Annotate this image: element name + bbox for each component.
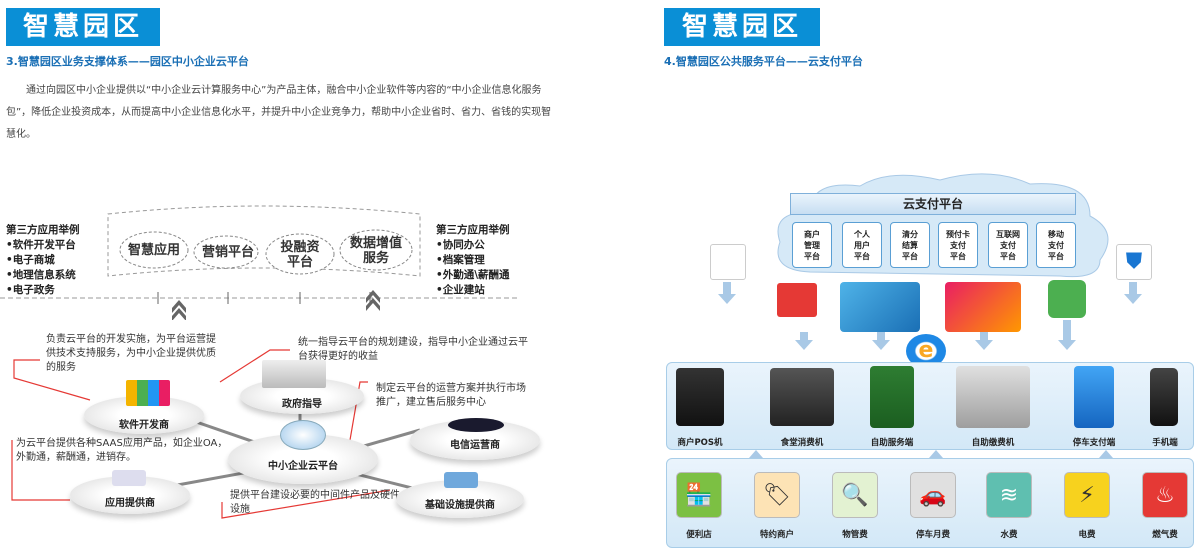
developer-chart-icon — [126, 380, 170, 406]
cloud-item-data-value: 数据增值 服务 — [349, 236, 402, 266]
pay-platform-mobile: 移动 支付 平台 — [1036, 222, 1076, 268]
arrow-up-icon — [929, 450, 943, 458]
arrow-down-icon — [1063, 320, 1071, 342]
pay-platform-merchant: 商户 管理 平台 — [792, 222, 832, 268]
arrow-down-icon — [718, 294, 736, 304]
arrow-down-icon — [800, 332, 808, 342]
convenience-store-icon: 🏪 — [676, 472, 722, 518]
right-third-party-list: 第三方应用举例 •协同办公 •档案管理 •外勤通\薪酬通 •企业建站 — [436, 223, 510, 298]
left-third-party-list: 第三方应用举例 •软件开发平台 •电子商城 •地理信息系统 •电子政务 — [6, 223, 80, 298]
merchant-icon: 🏷 — [754, 472, 800, 518]
arrow-down-icon — [795, 340, 813, 350]
canteen-machine-icon — [770, 368, 834, 426]
government-building-icon — [262, 360, 326, 388]
desc-infrastructure: 提供平台建设必要的中间件产品及硬件设施 — [230, 490, 400, 515]
parking-fee-icon: 🚗 — [910, 472, 956, 518]
app-provider-icon — [112, 470, 146, 486]
service-label: 电费 — [1078, 530, 1096, 540]
pay-platform-personal: 个人 用户 平台 — [842, 222, 882, 268]
arrow-down-icon — [975, 340, 993, 350]
app-logo-icon — [710, 244, 746, 280]
desc-app-provider: 为云平台提供各种SAAS应用产品，如企业OA，外勤通，薪酬通，进销存。 — [16, 438, 228, 463]
telecom-device-icon — [448, 418, 504, 432]
service-label: 特约商户 — [759, 530, 794, 540]
arrow-down-icon — [877, 332, 885, 342]
list-item: 第三方应用举例 — [436, 224, 510, 236]
pay-platform-settlement: 清分 结算 平台 — [890, 222, 930, 268]
left-subtitle: 3.智慧园区业务支撑体系——园区中小企业云平台 — [6, 55, 249, 68]
arrow-down-icon — [723, 282, 731, 296]
payment-machine-icon — [956, 366, 1030, 428]
left-intro: 通过向园区中小企业提供以“中小企业云计算服务中心”为产品主体，融合中小企业软件等… — [6, 85, 552, 140]
node-center-label: 中小企业云平台 — [268, 461, 338, 472]
property-fee-icon: 🔍 — [832, 472, 878, 518]
service-label: 便利店 — [686, 530, 712, 540]
chevron-up-icon — [172, 300, 186, 320]
arrow-up-icon — [1099, 450, 1113, 458]
terminal-label: 手机端 — [1152, 438, 1178, 448]
phone-icon — [1150, 368, 1178, 426]
arrow-up-icon — [749, 450, 763, 458]
list-item: •协同办公 — [436, 239, 485, 251]
list-item: •档案管理 — [436, 254, 485, 266]
cloud-item-financing: 投融资 平台 — [280, 240, 320, 270]
cloud-pay-title: 云支付平台 — [790, 193, 1076, 215]
terminal-label: 自助服务端 — [870, 438, 914, 448]
cloud-bubbles — [119, 229, 413, 275]
prepaid-card-icon — [945, 282, 1021, 332]
service-label: 燃气费 — [1152, 530, 1178, 540]
chevron-up-icon — [366, 290, 380, 311]
right-badge: 智慧园区 — [664, 8, 820, 46]
terminal-label: 自助缴费机 — [971, 438, 1015, 448]
cloud-item-smart-app: 智慧应用 — [127, 243, 180, 258]
list-item: •电子政务 — [6, 284, 55, 296]
pos-terminal-icon — [676, 368, 724, 426]
water-icon: ≋ — [986, 472, 1032, 518]
list-item: •外勤通\薪酬通 — [436, 269, 510, 281]
parking-terminal-icon — [1074, 366, 1114, 428]
cloud-item-marketing: 营销平台 — [201, 245, 254, 260]
desc-developer: 负责云平台的开发实施，为平台运营提供技术支持服务，为中小企业提供优质的服务 — [46, 334, 216, 373]
service-label: 物管费 — [842, 530, 868, 540]
electricity-icon: ⚡ — [1064, 472, 1110, 518]
list-item: •地理信息系统 — [6, 269, 76, 281]
service-label: 水费 — [1000, 530, 1018, 540]
list-item: 第三方应用举例 — [6, 224, 80, 236]
node-government-label: 政府指导 — [282, 399, 322, 410]
arrow-down-icon — [872, 340, 890, 350]
node-telecom-label: 电信运营商 — [450, 440, 500, 451]
kiosk-icon — [870, 366, 914, 428]
terminal-label: 停车支付端 — [1072, 438, 1116, 448]
terminal-label: 食堂消费机 — [780, 438, 824, 448]
service-label: 停车月费 — [915, 530, 950, 540]
pay-platform-prepaid: 预付卡 支付 平台 — [938, 222, 978, 268]
left-badge: 智慧园区 — [6, 8, 160, 46]
bank-card-icon — [840, 282, 920, 332]
brain-icon — [280, 420, 326, 450]
arrow-down-icon — [1058, 340, 1076, 350]
shield-icon: ⛊ — [1116, 244, 1152, 280]
gas-icon: ♨ — [1142, 472, 1188, 518]
list-item: •软件开发平台 — [6, 239, 76, 251]
unionpay-icon — [777, 283, 817, 317]
arrow-down-icon — [1124, 294, 1142, 304]
pay-platform-internet: 互联网 支付 平台 — [988, 222, 1028, 268]
wechat-icon — [1048, 280, 1086, 318]
node-app-provider-label: 应用提供商 — [105, 498, 155, 509]
arrow-down-icon — [980, 332, 988, 342]
node-infrastructure-label: 基础设施提供商 — [425, 500, 495, 511]
arrow-down-icon — [1129, 282, 1137, 296]
server-icon — [444, 472, 478, 488]
terminal-label: 商户POS机 — [677, 438, 723, 448]
node-developer-label: 软件开发商 — [119, 420, 169, 431]
list-item: •电子商城 — [6, 254, 55, 266]
list-item: •企业建站 — [436, 284, 485, 296]
right-subtitle: 4.智慧园区公共服务平台——云支付平台 — [664, 55, 863, 68]
desc-government: 统一指导云平台的规划建设，指导中小企业通过云平台获得更好的收益 — [298, 337, 528, 362]
desc-telecom: 制定云平台的运营方案并执行市场推广，建立售后服务中心 — [376, 383, 526, 408]
cloud-frame — [0, 205, 520, 320]
